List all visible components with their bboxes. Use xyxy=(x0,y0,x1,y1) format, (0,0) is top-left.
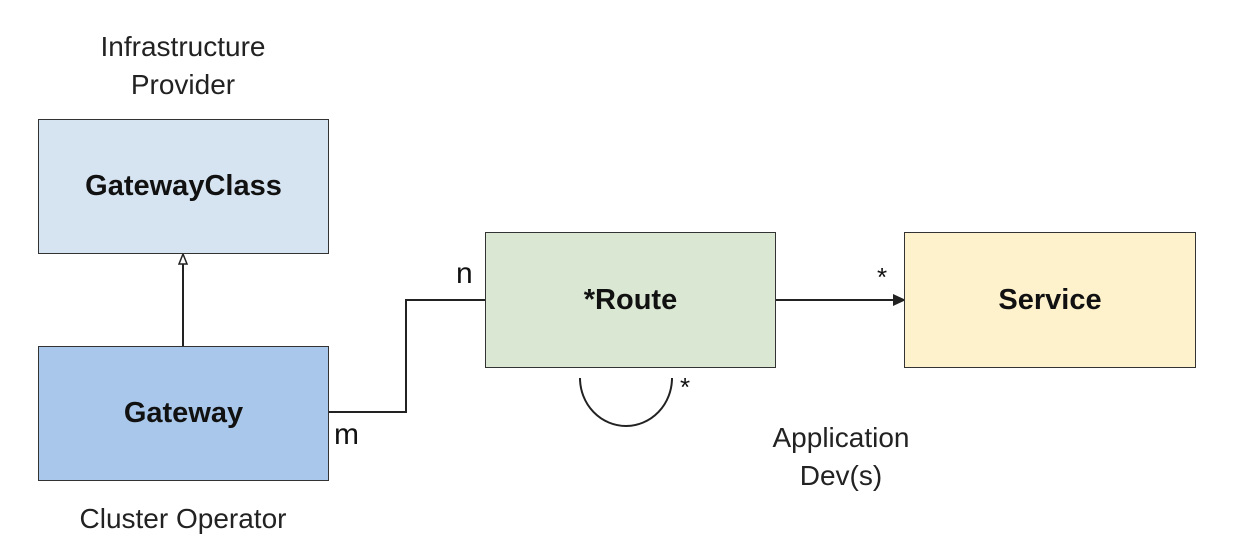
infrastructure-provider-label: Infrastructure Provider xyxy=(100,31,266,100)
gatewayclass-arrowhead xyxy=(177,251,189,265)
gatewayclass-label: GatewayClass xyxy=(85,170,282,202)
multiplicity-service-star: * xyxy=(877,262,888,292)
application-devs-label: Application Dev(s) xyxy=(772,422,910,491)
gateway-route-connector xyxy=(328,299,486,413)
multiplicity-m: m xyxy=(334,418,359,451)
route-box: *Route xyxy=(485,232,776,368)
gatewayclass-box: GatewayClass xyxy=(38,119,329,254)
service-box: Service xyxy=(904,232,1196,368)
gateway-label: Gateway xyxy=(123,397,244,429)
route-label: *Route xyxy=(583,283,678,316)
service-label: Service xyxy=(998,283,1102,316)
multiplicity-loop-star: * xyxy=(680,372,691,402)
gateway-box: Gateway xyxy=(38,346,329,481)
route-self-loop xyxy=(579,377,673,427)
multiplicity-n: n xyxy=(456,257,473,290)
cluster-operator-label: Cluster Operator xyxy=(79,503,287,534)
service-arrowhead xyxy=(893,294,906,306)
